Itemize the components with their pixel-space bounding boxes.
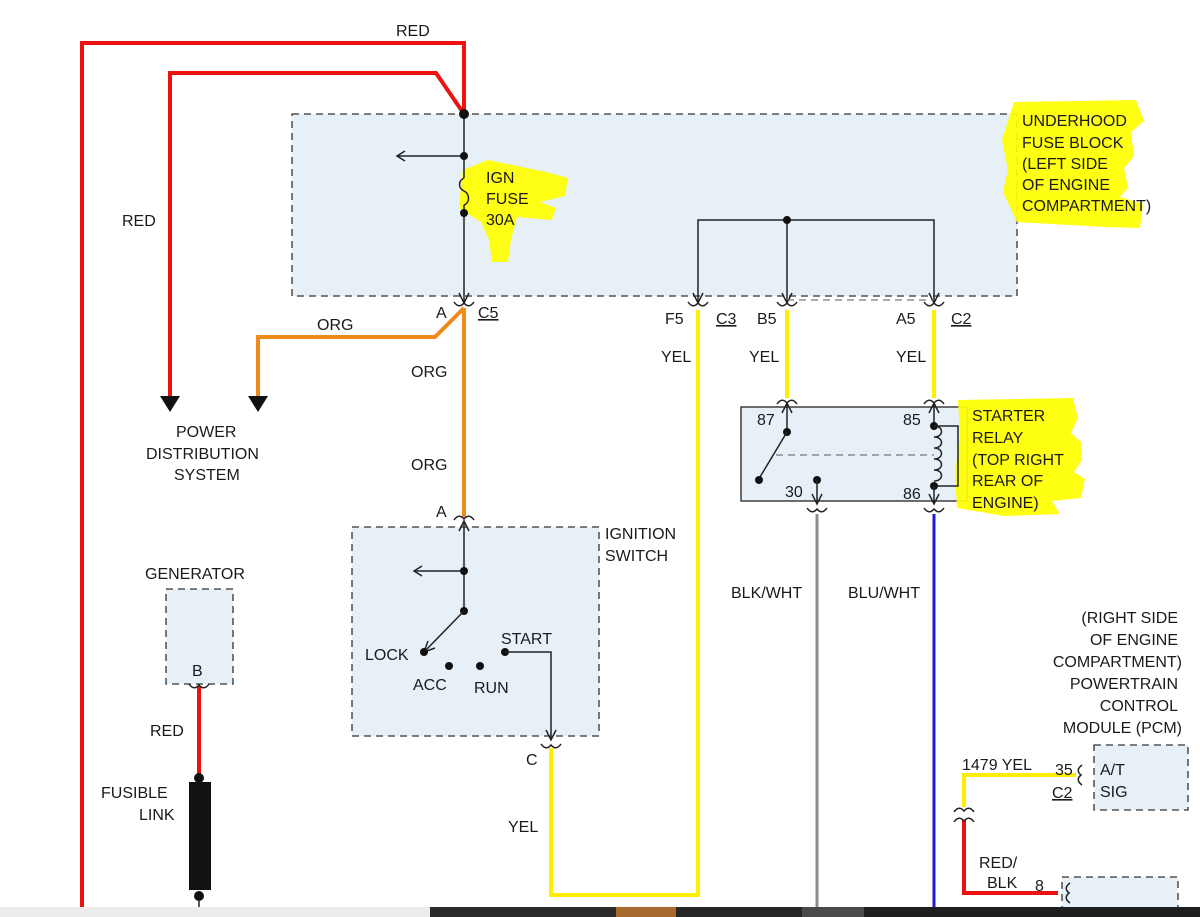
connector-symbols bbox=[188, 301, 1083, 904]
starter-relay-internals bbox=[755, 401, 959, 506]
label-yel-f5: YEL bbox=[661, 349, 691, 366]
relay-pin-87: 87 bbox=[757, 412, 775, 429]
fuse-block-title-3: (LEFT SIDE bbox=[1022, 156, 1108, 173]
label-red-generator: RED bbox=[150, 723, 184, 740]
fuse-pin-a: A bbox=[436, 305, 447, 322]
ignition-switch-title-1: IGNITION bbox=[605, 526, 676, 543]
ign-fuse-label-3: 30A bbox=[486, 212, 515, 229]
fuse-conn-c3: C3 bbox=[716, 311, 737, 328]
generator-title: GENERATOR bbox=[145, 566, 245, 583]
fuse-block-internals bbox=[395, 109, 940, 305]
wires bbox=[80, 41, 1076, 917]
ignition-switch-title-2: SWITCH bbox=[605, 548, 668, 565]
pcm-pin-35: 35 bbox=[1055, 762, 1073, 779]
ignition-pos-start: START bbox=[501, 631, 552, 648]
fusible-link bbox=[189, 782, 211, 890]
label-red-blk-2: BLK bbox=[987, 875, 1018, 892]
yel-wire-start-loop bbox=[549, 310, 700, 897]
pcm-conn-c2: C2 bbox=[1052, 785, 1073, 802]
org-wire-power-dist bbox=[256, 306, 466, 397]
starter-relay-title-3: (TOP RIGHT bbox=[972, 452, 1064, 469]
pcm-pin-8: 8 bbox=[1035, 878, 1044, 895]
ignition-pos-acc: ACC bbox=[413, 677, 447, 694]
pcm-title-2: OF ENGINE bbox=[1090, 632, 1178, 649]
relay-pin-85: 85 bbox=[903, 412, 921, 429]
fuse-block-title-5: COMPARTMENT) bbox=[1022, 198, 1151, 215]
label-org-upper: ORG bbox=[411, 364, 447, 381]
pcm-title-1: (RIGHT SIDE bbox=[1081, 610, 1178, 627]
label-blu-wht: BLU/WHT bbox=[848, 585, 920, 602]
ign-fuse-label-2: FUSE bbox=[486, 191, 529, 208]
starter-relay-title-1: STARTER bbox=[972, 408, 1045, 425]
pcm-title-3: COMPARTMENT) bbox=[1053, 654, 1182, 671]
label-yel-start: YEL bbox=[508, 819, 538, 836]
red-wire-top bbox=[80, 41, 466, 917]
power-dist-label-2: DISTRIBUTION bbox=[146, 446, 259, 463]
label-org-left: ORG bbox=[317, 317, 353, 334]
pcm-at-sig-1: A/T bbox=[1100, 762, 1125, 779]
power-dist-label-1: POWER bbox=[176, 424, 236, 441]
fuse-conn-c2: C2 bbox=[951, 311, 972, 328]
relay-pin-86: 86 bbox=[903, 486, 921, 503]
yel-wire-1479 bbox=[962, 773, 1076, 807]
pcm-at-sig-2: SIG bbox=[1100, 784, 1128, 801]
generator-pin-b: B bbox=[192, 663, 203, 680]
label-yel-1479: 1479 YEL bbox=[962, 757, 1032, 774]
label-red-top: RED bbox=[396, 23, 430, 40]
red-blk-wire bbox=[962, 820, 1058, 895]
fuse-block-title-4: OF ENGINE bbox=[1022, 177, 1110, 194]
ignition-pin-c: C bbox=[526, 752, 538, 769]
fuse-block-title-1: UNDERHOOD bbox=[1022, 113, 1127, 130]
underhood-fuse-block-box bbox=[291, 113, 1018, 297]
ign-fuse-label-1: IGN bbox=[486, 170, 514, 187]
pcm-title-6: MODULE (PCM) bbox=[1063, 720, 1182, 737]
red-wire-power-dist bbox=[168, 71, 466, 397]
starter-relay-title-4: REAR OF bbox=[972, 473, 1043, 490]
starter-relay-title-5: ENGINE) bbox=[972, 495, 1039, 512]
fuse-pin-b5: B5 bbox=[757, 311, 777, 328]
ignition-pin-a: A bbox=[436, 504, 447, 521]
label-blk-wht: BLK/WHT bbox=[731, 585, 802, 602]
starter-relay-box bbox=[740, 406, 968, 502]
power-dist-arrow-red bbox=[160, 396, 180, 412]
power-dist-label-3: SYSTEM bbox=[174, 467, 240, 484]
fuse-pin-a5: A5 bbox=[896, 311, 916, 328]
fuse-conn-c5: C5 bbox=[478, 305, 499, 322]
relay-pin-30: 30 bbox=[785, 484, 803, 501]
fuse-pin-f5: F5 bbox=[665, 311, 684, 328]
label-yel-a5: YEL bbox=[896, 349, 926, 366]
generator-box bbox=[165, 588, 234, 685]
starter-relay-title-2: RELAY bbox=[972, 430, 1024, 447]
fusible-link-label-1: FUSIBLE bbox=[101, 785, 168, 802]
fuse-block-title-2: FUSE BLOCK bbox=[1022, 135, 1124, 152]
label-org-lower: ORG bbox=[411, 457, 447, 474]
fusible-link-label-2: LINK bbox=[139, 807, 175, 824]
label-red-blk-1: RED/ bbox=[979, 855, 1018, 872]
ignition-switch-box bbox=[351, 526, 600, 737]
label-red-left: RED bbox=[122, 213, 156, 230]
pcm-title-5: CONTROL bbox=[1100, 698, 1178, 715]
pcm-at-sig-box bbox=[1093, 744, 1189, 811]
ignition-pos-lock: LOCK bbox=[365, 647, 409, 664]
highlight-marks bbox=[459, 100, 1144, 516]
ignition-pos-run: RUN bbox=[474, 680, 509, 697]
label-yel-b5: YEL bbox=[749, 349, 779, 366]
pcm-title-4: POWERTRAIN bbox=[1070, 676, 1178, 693]
bottom-strip bbox=[0, 907, 1200, 917]
ignition-switch-internals bbox=[412, 519, 557, 742]
power-dist-arrow-org bbox=[248, 396, 268, 412]
